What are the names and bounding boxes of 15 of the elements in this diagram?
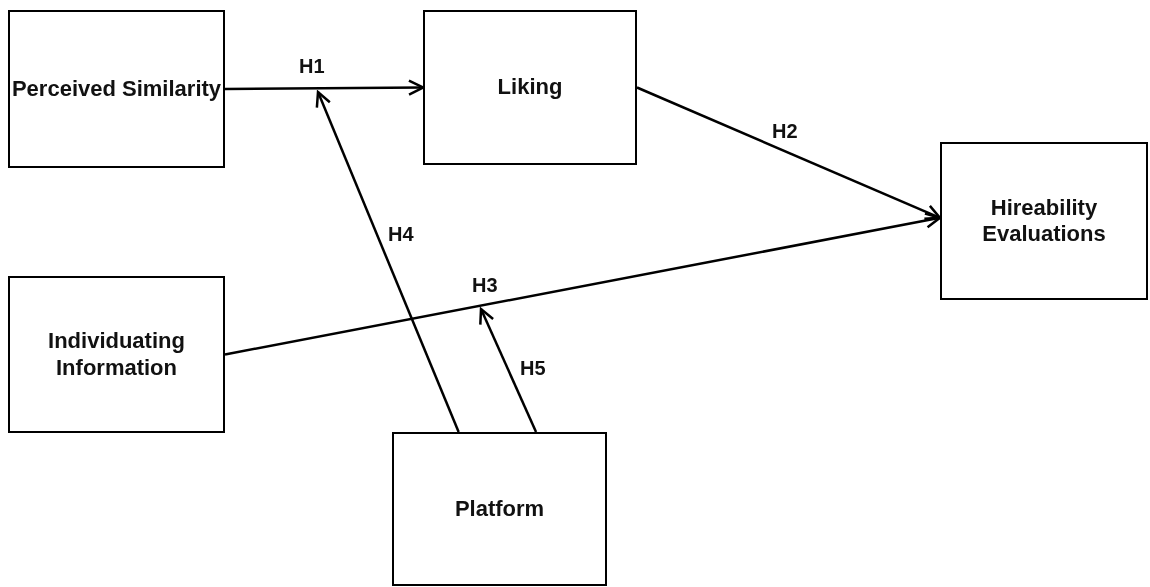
construct-box	[423, 10, 637, 165]
construct-box	[392, 432, 607, 586]
arrow	[636, 86, 942, 220]
arrow	[479, 307, 538, 433]
arrow	[315, 90, 460, 433]
construct-label: Hireability Evaluations	[981, 194, 1107, 248]
construct-box	[8, 10, 225, 168]
construct-label: Perceived Similarity	[11, 75, 222, 103]
construct-label: Platform	[454, 495, 545, 523]
construct-label: Liking	[497, 74, 563, 101]
construct-label: Individuating Information	[47, 328, 186, 381]
construct-box	[8, 276, 225, 433]
construct-box	[940, 142, 1148, 300]
arrow	[224, 212, 942, 356]
arrow	[225, 79, 425, 96]
